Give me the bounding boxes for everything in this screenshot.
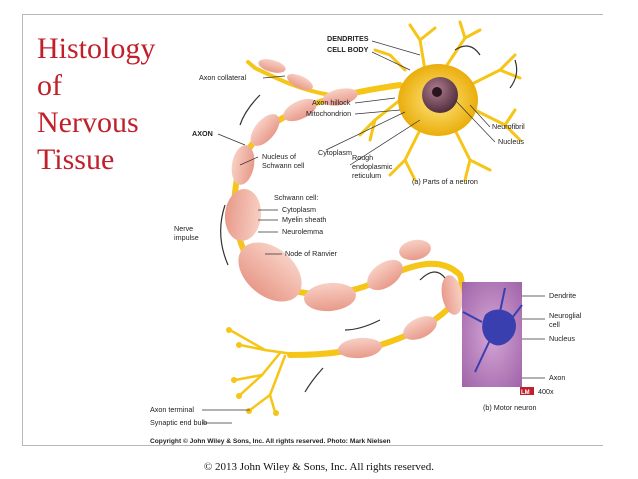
label-nucleus: Nucleus <box>498 137 524 146</box>
collateral-myelin-1 <box>258 59 286 73</box>
slide-footer: © 2013 John Wiley & Sons, Inc. All right… <box>203 461 435 473</box>
label-motor-caption: (b) Motor neuron <box>483 403 537 412</box>
title-line-2: of <box>37 69 62 102</box>
label-micro-nucleus: Nucleus <box>549 334 575 343</box>
label-axon-hillock: Axon hillock <box>312 98 351 107</box>
title-line-1: Histology <box>37 32 156 65</box>
label-neurolemma: Neurolemma <box>282 227 323 236</box>
label-nucleus-schwann-1: Nucleus of <box>262 152 296 161</box>
micrograph-processes <box>462 287 523 373</box>
label-parts-caption: (a) Parts of a neuron <box>412 177 478 186</box>
label-nerve-impulse-2: impulse <box>174 233 199 242</box>
synaptic-end-bulbs <box>226 327 279 416</box>
label-nucleus-schwann-2: Schwann cell <box>262 161 305 170</box>
lm-badge-box <box>520 387 534 395</box>
label-micro-dendrite: Dendrite <box>549 291 576 300</box>
label-rough-er-1: Rough <box>352 153 373 162</box>
label-neurofibril: Neurofibril <box>492 122 525 131</box>
label-cell-body: CELL BODY <box>327 45 369 54</box>
label-axon-collateral: Axon collateral <box>199 73 247 82</box>
label-synaptic-end-bulb: Synaptic end bulb <box>150 418 207 427</box>
label-micro-axon: Axon <box>549 373 565 382</box>
axon-collateral <box>246 60 332 97</box>
title-line-4: Tissue <box>37 143 115 176</box>
label-magnification: 400x <box>538 387 554 396</box>
myelin-segments <box>224 88 463 359</box>
slide-frame <box>22 14 603 446</box>
micrograph-neuron <box>482 309 516 346</box>
label-nerve-impulse-1: Nerve <box>174 224 193 233</box>
label-axon-terminal: Axon terminal <box>150 405 194 414</box>
nucleolus <box>432 87 442 97</box>
label-dendrites: DENDRITES <box>327 34 369 43</box>
label-cytoplasm: Cytoplasm <box>318 148 352 157</box>
axon-terminals <box>228 328 302 414</box>
leader-lines <box>202 40 545 424</box>
label-copyright: Copyright © John Wiley & Sons, Inc. All … <box>150 437 391 445</box>
label-rough-er-2: endoplasmic <box>352 162 393 171</box>
label-lm-badge: LM <box>521 390 530 396</box>
title-line-3: Nervous <box>37 106 139 139</box>
label-node-of-ranvier: Node of Ranvier <box>285 249 338 258</box>
collateral-myelin-2 <box>287 73 313 91</box>
label-micro-neuroglial-2: cell <box>549 320 560 329</box>
label-schwann-cytoplasm: Cytoplasm <box>282 205 316 214</box>
label-micro-neuroglial-1: Neuroglial <box>549 311 582 320</box>
flow-arrows <box>220 45 518 393</box>
label-myelin-sheath: Myelin sheath <box>282 215 326 224</box>
slide-title: Histology of Nervous Tissue <box>37 30 177 178</box>
label-rough-er-3: reticulum <box>352 171 381 180</box>
label-schwann-cell: Schwann cell: <box>274 193 318 202</box>
label-mitochondrion: Mitochondrion <box>306 109 351 118</box>
label-axon: AXON <box>192 129 213 138</box>
